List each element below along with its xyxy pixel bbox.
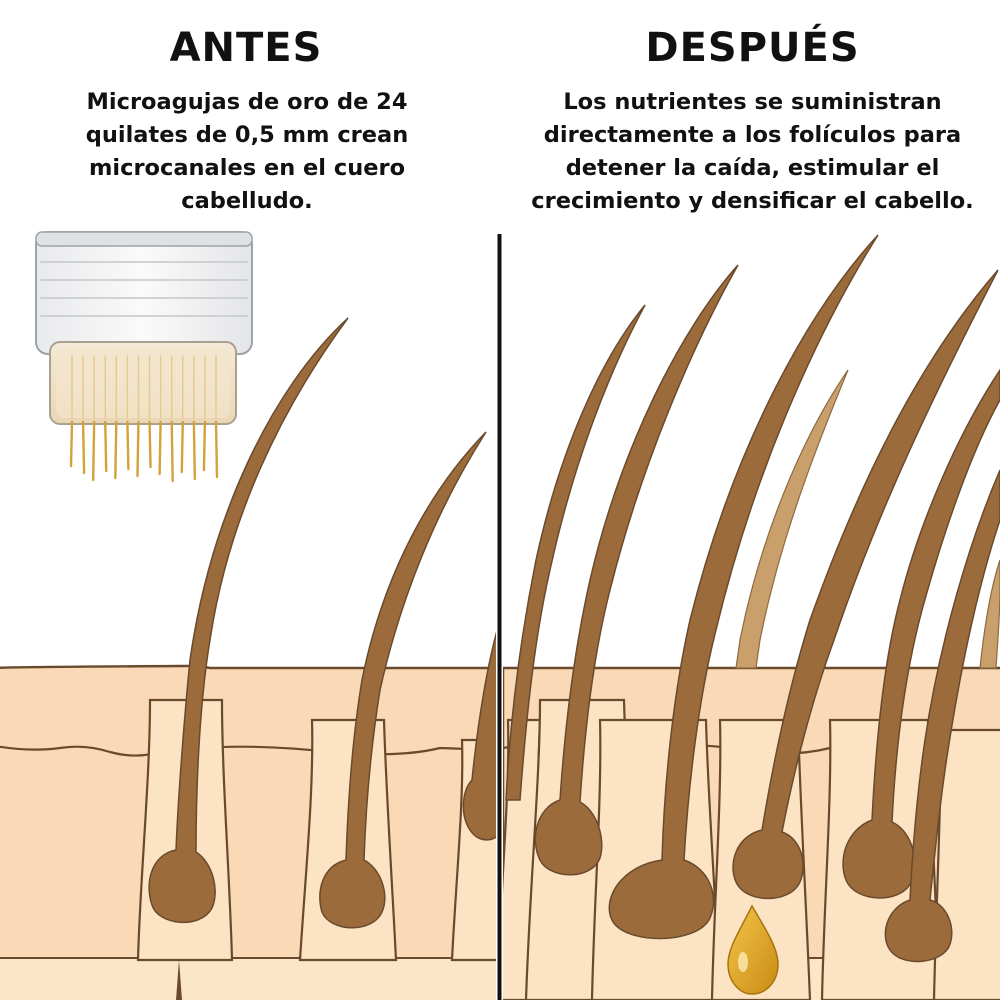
- needle-tip: [114, 420, 118, 480]
- before-heading: ANTES: [169, 25, 323, 71]
- epidermis: [0, 664, 496, 1000]
- follicle-a3: [590, 718, 722, 1000]
- hair-a3: [608, 234, 879, 940]
- needle-tip: [202, 420, 207, 472]
- before-panel: [0, 231, 496, 1000]
- hair-a1: [505, 304, 646, 801]
- after-heading: DESPUÉS: [645, 25, 860, 71]
- before-description: Microagujas de oro de 24 quilates de 0,5…: [85, 89, 409, 214]
- new-hairs: [735, 369, 1000, 669]
- gold-needles: [69, 355, 219, 483]
- needle-tip: [104, 420, 108, 473]
- hair-3: [462, 631, 496, 841]
- hairs: [148, 317, 496, 929]
- hair-a6: [884, 469, 1000, 963]
- hair-2: [319, 431, 487, 929]
- after-panel: [503, 234, 1000, 1000]
- needle-tip: [91, 420, 96, 482]
- skin-layers: [0, 664, 496, 1000]
- serum-droplet-icon: [727, 904, 779, 995]
- hair-a5: [842, 368, 1000, 899]
- needle-tip: [180, 420, 184, 474]
- hair-a2: [534, 264, 739, 876]
- needle-tip: [214, 420, 219, 479]
- needle-tip: [170, 420, 174, 483]
- needle-tip: [192, 420, 197, 481]
- micro-channel: [176, 960, 182, 1000]
- needle-tip: [69, 420, 74, 468]
- new-hair-1: [735, 369, 849, 669]
- hairs-after: [505, 234, 1000, 963]
- needle-tip: [136, 420, 140, 478]
- microneedle-device-icon: [35, 231, 253, 483]
- deep-layer: [0, 958, 496, 1000]
- needle-tip: [126, 420, 130, 471]
- after-description: Los nutrientes se suministran directamen…: [531, 89, 974, 214]
- needle-tip: [158, 420, 162, 476]
- hair-a4: [732, 269, 999, 900]
- hair-1: [148, 317, 349, 923]
- needle-tip: [81, 420, 86, 475]
- needle-tip: [148, 420, 152, 469]
